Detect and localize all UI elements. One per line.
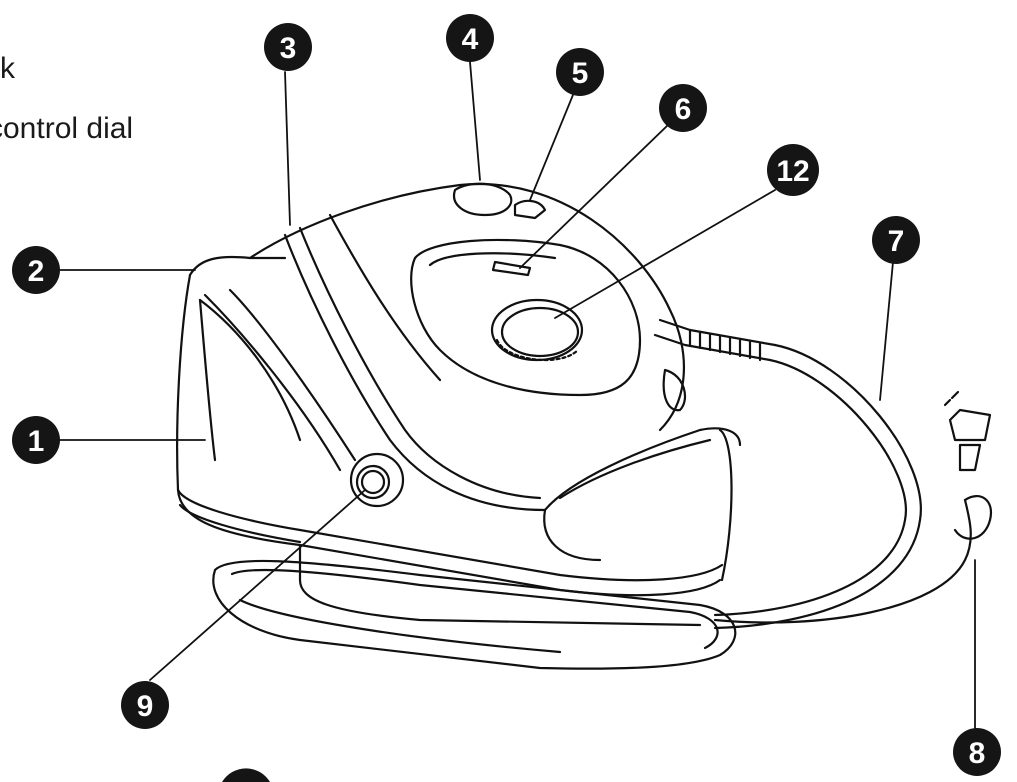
callout-12: 12	[767, 144, 819, 196]
callout-partial-bottom	[222, 768, 270, 782]
legend-text-fragment-1: k	[0, 52, 15, 85]
steam-hose	[653, 318, 922, 630]
power-button	[349, 452, 405, 508]
callout-8: 8	[953, 728, 1001, 776]
steam-button	[452, 182, 513, 217]
callout-3: 3	[264, 23, 312, 71]
callout-6-label: 6	[675, 93, 692, 126]
iron-cradle	[543, 427, 742, 562]
power-cord	[713, 390, 993, 624]
callout-4: 4	[446, 14, 494, 62]
callout-9-label: 9	[137, 690, 154, 723]
callout-3-label: 3	[280, 32, 297, 65]
iron-shell	[203, 182, 685, 512]
callout-2: 2	[12, 246, 60, 294]
legend-text-fragment-2: control dial	[0, 112, 134, 145]
callout-2-label: 2	[28, 255, 45, 288]
steam-trigger	[513, 199, 547, 220]
control-slot	[491, 260, 532, 277]
callout-7-label: 7	[888, 225, 905, 258]
base-plate	[212, 559, 737, 670]
callout-1: 1	[12, 416, 60, 464]
callout-12-label: 12	[776, 155, 809, 188]
callout-5: 5	[556, 48, 604, 96]
iron-handle	[410, 238, 642, 397]
temperature-control-dial	[490, 298, 584, 362]
callout-6: 6	[659, 84, 707, 132]
callout-4-label: 4	[462, 23, 479, 56]
callout-1-label: 1	[28, 425, 45, 458]
callout-7: 7	[872, 216, 920, 264]
callout-8-label: 8	[969, 737, 986, 770]
callout-9: 9	[121, 681, 169, 729]
leader-lines	[55, 61, 976, 731]
callout-5-label: 5	[572, 57, 589, 90]
